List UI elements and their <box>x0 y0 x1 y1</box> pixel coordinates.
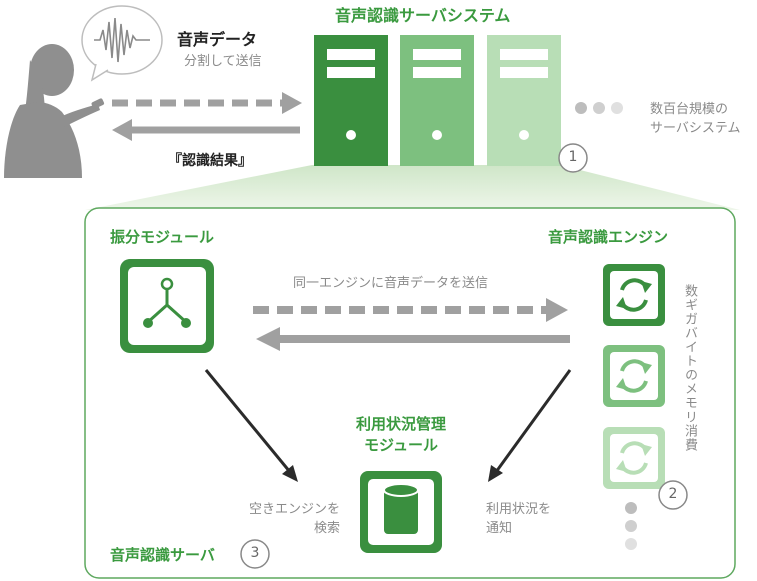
more-servers-dots <box>575 102 623 114</box>
server-title: 音声認識サーバ <box>110 546 215 564</box>
memory-label: 数ギガバイトのメモリ消費 <box>682 284 697 452</box>
search-arrow <box>204 369 298 482</box>
scale-label-line1: 数百台規模の <box>650 102 729 117</box>
notify-label: 利用状況を 通知 <box>486 500 551 538</box>
badge-1-text: 1 <box>568 149 578 165</box>
more-engines-dots <box>625 502 637 550</box>
engine-send-arrow <box>253 298 568 322</box>
voice-data-title: 音声データ <box>177 30 258 49</box>
result-arrow <box>112 119 300 141</box>
search-label-line2: 検索 <box>313 521 340 536</box>
voice-data-subtitle: 分割して送信 <box>184 54 262 69</box>
notify-label-line2: 通知 <box>486 521 513 536</box>
badge-2 <box>658 480 688 510</box>
notify-arrow <box>488 369 572 482</box>
engine-return-arrow <box>256 327 570 351</box>
usage-module-icon <box>360 471 442 553</box>
dispatch-module-title: 振分モジュール <box>110 228 214 246</box>
zoom-fan <box>85 165 740 210</box>
speech-bubble <box>81 5 163 82</box>
engine-icon-3 <box>603 427 665 489</box>
waveform-icon <box>94 17 150 63</box>
engine-icon-1 <box>603 264 665 326</box>
usage-title-line2: モジュール <box>364 436 438 454</box>
person-icon <box>4 44 105 178</box>
search-label: 空きエンジンを 検索 <box>230 500 340 538</box>
badge-1 <box>558 143 588 173</box>
badge-2-text: 2 <box>668 486 678 502</box>
usage-title-line1: 利用状況管理 <box>355 415 446 433</box>
dispatch-module-icon <box>120 259 214 353</box>
engine-title: 音声認識エンジン <box>548 228 669 246</box>
send-arrow <box>112 92 302 114</box>
usage-module-title: 利用状況管理 モジュール <box>330 414 472 456</box>
search-label-line1: 空きエンジンを <box>248 502 340 517</box>
badge-3 <box>240 539 270 569</box>
send-label: 同一エンジンに音声データを送信 <box>293 276 489 291</box>
server-tower-2 <box>400 35 474 166</box>
server-tower-1 <box>314 35 388 166</box>
scale-label-line2: サーバシステム <box>650 121 741 136</box>
server-system-title: 音声認識サーバシステム <box>335 6 511 25</box>
scale-label: 数百台規模の サーバシステム <box>650 100 740 138</box>
server-tower-3 <box>487 35 561 166</box>
notify-label-line1: 利用状況を <box>486 502 552 517</box>
badge-3-text: 3 <box>250 545 260 561</box>
engine-icon-2 <box>603 345 665 407</box>
result-label: 『認識結果』 <box>168 153 252 169</box>
server-panel <box>84 207 736 579</box>
